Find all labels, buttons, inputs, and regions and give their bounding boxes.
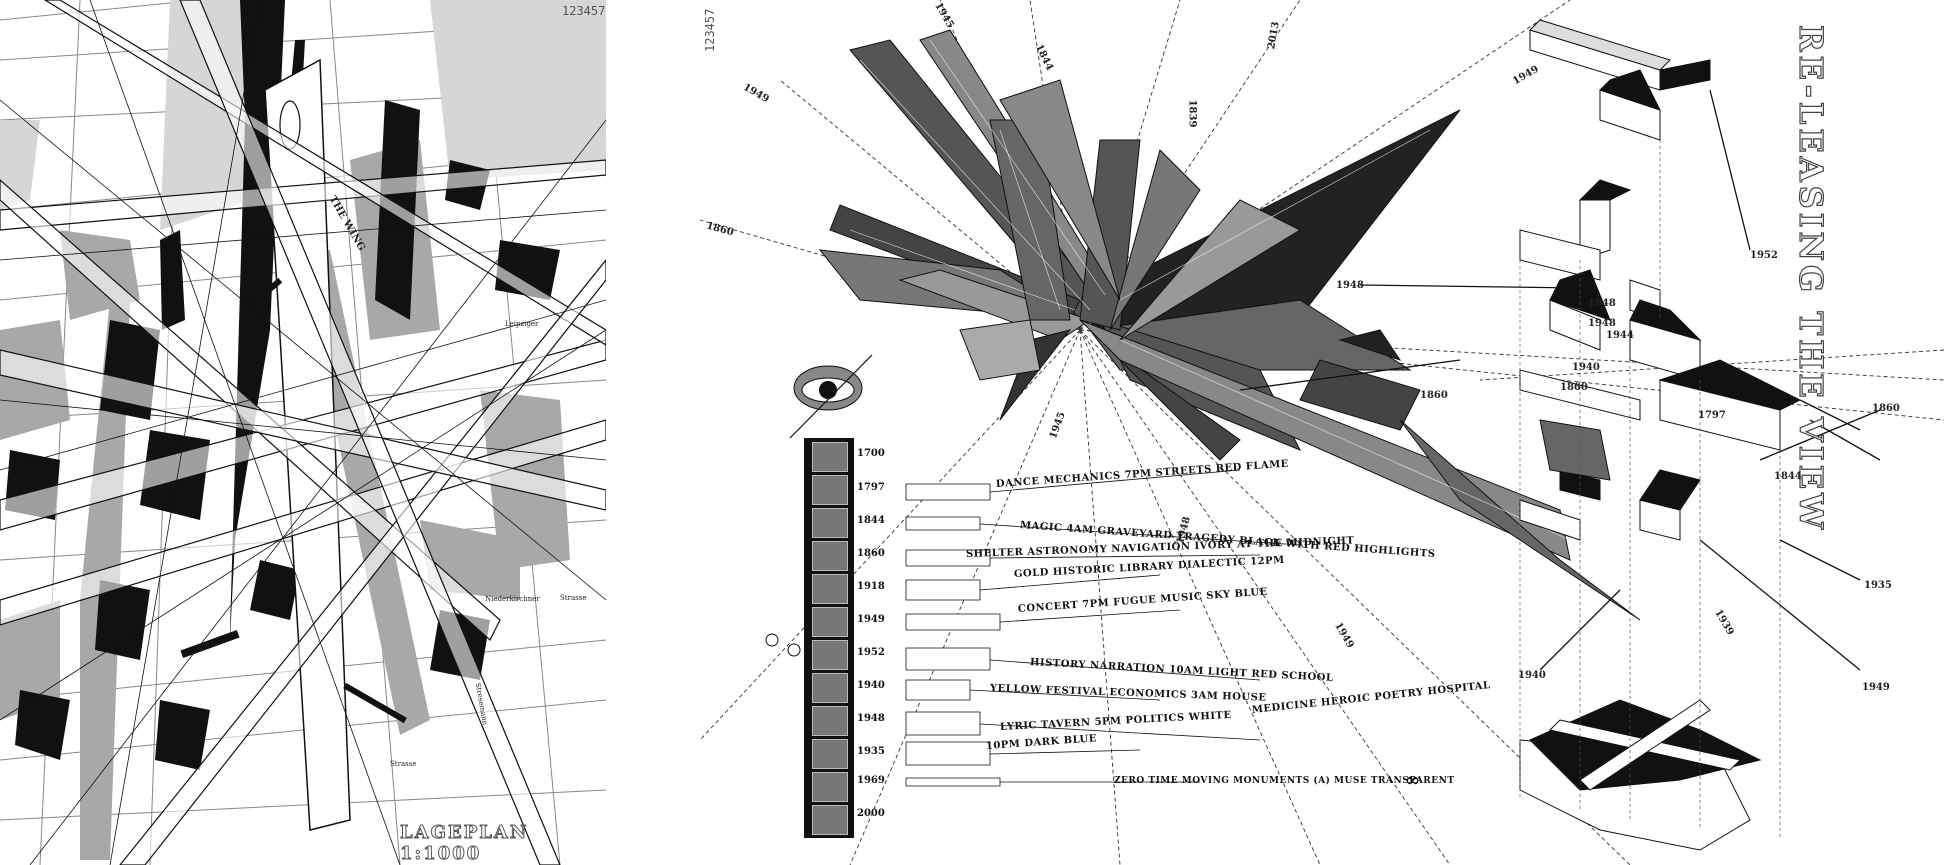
building-year-label: 1940 bbox=[1572, 362, 1600, 373]
infinity-symbol: ∞ bbox=[1405, 770, 1421, 791]
timeline-year: 1952 bbox=[857, 647, 885, 658]
axonometric-sheet: 123457 RE-LEASING THE VIEW 1949 1945 184… bbox=[700, 0, 1944, 865]
sheet-number: 123457 bbox=[703, 8, 717, 52]
timeline-year: 1860 bbox=[857, 548, 885, 559]
sheet-number: 123457 bbox=[562, 4, 606, 18]
building-year-label: 1935 bbox=[1864, 580, 1892, 591]
timeline-year: 1969 bbox=[857, 775, 885, 786]
film-frame bbox=[812, 508, 848, 538]
building-year-label: 1944 bbox=[1606, 330, 1634, 341]
building-year-label: 1948 bbox=[1336, 280, 1364, 291]
timeline-year: 1935 bbox=[857, 746, 885, 757]
timeline-year: 1918 bbox=[857, 581, 885, 592]
axonometric-drawing bbox=[700, 0, 1944, 865]
building-year-label: 1860 bbox=[1420, 390, 1448, 401]
building-year-label: 1860 bbox=[1872, 403, 1900, 414]
map-label: Strasse bbox=[390, 760, 417, 768]
map-label: Niederkirchner bbox=[485, 595, 540, 603]
timeline-year: 1940 bbox=[857, 680, 885, 691]
film-strip bbox=[804, 438, 854, 838]
map-label: Leipziger bbox=[505, 320, 539, 328]
building-year-label: 1844 bbox=[1774, 471, 1802, 482]
film-frame bbox=[812, 640, 848, 670]
timeline-year: 1948 bbox=[857, 713, 885, 724]
film-frame bbox=[812, 475, 848, 505]
building-year-label: 1797 bbox=[1698, 410, 1726, 421]
site-plan-drawing bbox=[0, 0, 606, 865]
timeline-year: 2000 bbox=[857, 808, 885, 819]
building-year-label: 1948 bbox=[1588, 318, 1616, 329]
film-frame bbox=[812, 541, 848, 571]
timeline-year: 1949 bbox=[857, 614, 885, 625]
timeline-event: ZERO TIME MOVING MONUMENTS (A) MUSE TRAN… bbox=[1114, 776, 1455, 786]
drawing-title: RE-LEASING THE VIEW bbox=[1791, 24, 1830, 534]
ray-year-label: 1839 bbox=[1186, 99, 1198, 128]
film-frame bbox=[812, 574, 848, 604]
film-frame bbox=[812, 805, 848, 835]
plan-caption: LAGEPLAN 1:1000 bbox=[400, 822, 529, 865]
timeline-year: 1844 bbox=[857, 515, 885, 526]
timeline-year: 1700 bbox=[857, 448, 885, 459]
film-frame bbox=[812, 706, 848, 736]
building-year-label: 1952 bbox=[1750, 250, 1778, 261]
building-year-label: 1948 bbox=[1588, 298, 1616, 309]
film-frame bbox=[812, 442, 848, 472]
film-frame bbox=[812, 739, 848, 769]
site-plan-sheet: 123457 THE WING Leipziger Niederkirchner… bbox=[0, 0, 606, 865]
film-frame bbox=[812, 772, 848, 802]
building-year-label: 1860 bbox=[1560, 382, 1588, 393]
film-frame bbox=[812, 607, 848, 637]
map-label: Strasse bbox=[560, 594, 587, 602]
building-year-label: 1940 bbox=[1518, 670, 1546, 681]
building-year-label: 1949 bbox=[1862, 682, 1890, 693]
film-frame bbox=[812, 673, 848, 703]
timeline-year: 1797 bbox=[857, 482, 885, 493]
